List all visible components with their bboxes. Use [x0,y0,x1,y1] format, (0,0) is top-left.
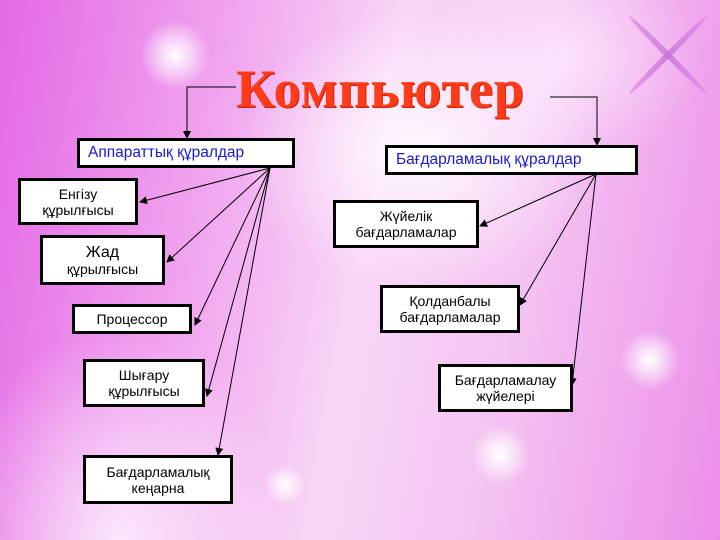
node-label-line1: Процессор [96,311,168,327]
sparkle-decoration [470,425,530,485]
hardware-heading-label: Аппараттық құралдар [88,144,245,161]
node-label-line2: бағдарламалар [355,224,457,240]
node-label-line1: Жад [85,243,120,261]
sparkle-decoration [620,330,680,390]
hardware-heading: Аппараттық құралдар [77,138,295,168]
node-label-line1: Бағдарламалық [106,463,210,480]
processor-node: Процессор [72,304,192,334]
node-label-line2: құрылғысы [66,260,139,277]
node-label-line1: Бағдарламалау [454,372,557,388]
node-label-line1: Енгізу [58,185,98,202]
node-label-line1: Қолданбалы [409,293,491,309]
sparkle-decoration [265,465,305,505]
software-heading: Бағдарламалық құралдар [385,145,638,175]
node-label-line2: кеңарна [131,479,185,496]
sparkle-decoration [140,20,210,90]
node-label-line2: жүйелері [476,388,535,404]
diagram-title: Компьютер [236,59,525,119]
node-label-line1: Шығару [118,367,170,383]
node-label-line2: құрылғысы [108,383,180,399]
software-heading-label: Бағдарламалық құралдар [396,151,582,168]
node-label-line2: құрылғысы [42,201,114,218]
node-label-line1: Жүйелік [379,208,433,224]
node-label-line2: бағдарламалар [399,309,501,325]
